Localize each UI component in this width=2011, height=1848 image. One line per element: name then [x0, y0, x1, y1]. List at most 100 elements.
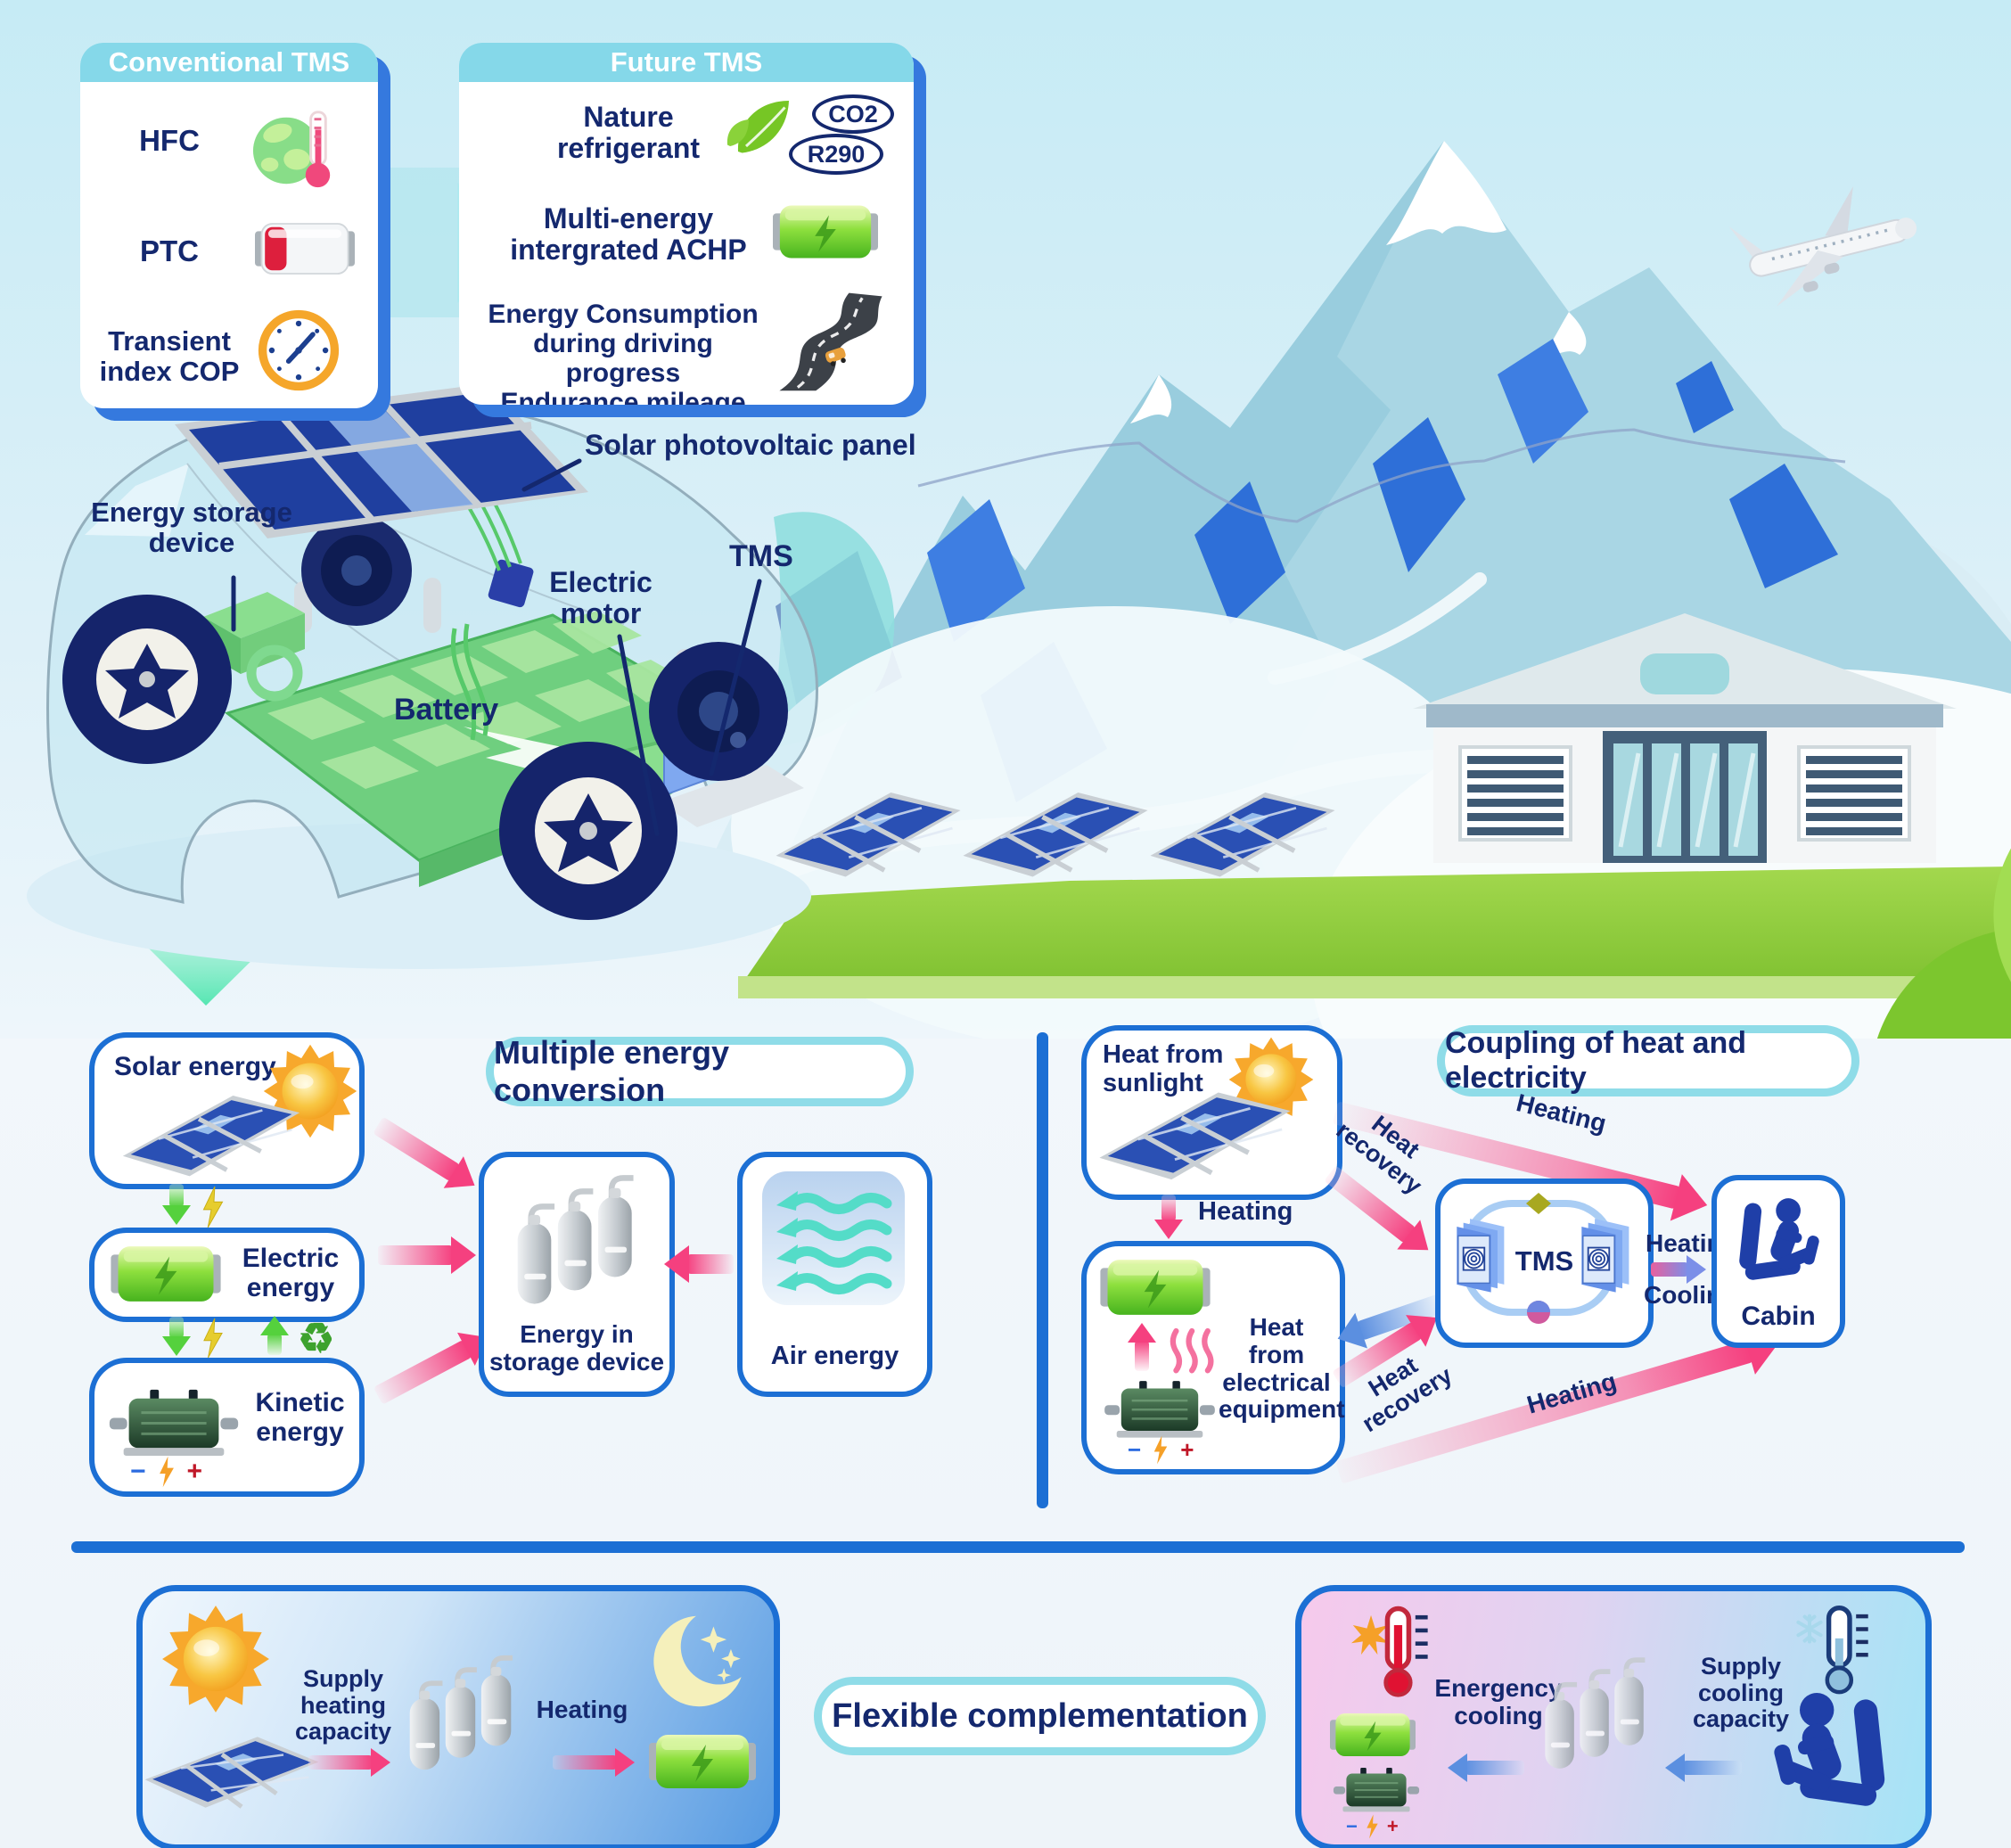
arrow-solar-to-storage — [373, 1116, 485, 1202]
transient-cop-label: Transient index COP — [99, 325, 240, 388]
coupling-tms-box: TMS — [1435, 1179, 1654, 1348]
lightning-icon — [159, 1456, 174, 1488]
motor-icon — [1103, 1376, 1217, 1441]
motor-icon — [1332, 1764, 1421, 1814]
building — [1413, 613, 1957, 863]
ptc-label: PTC — [140, 234, 199, 267]
air-energy-box: Air energy — [737, 1152, 932, 1397]
coupling-title-pill: Coupling of heat and electricity — [1437, 1025, 1859, 1096]
flexible-cooling-box: − + Energency cooling Supply cooling cap… — [1295, 1585, 1932, 1848]
road-icon — [773, 289, 889, 394]
person-seat-icon — [1767, 1682, 1897, 1827]
person-seat-icon — [1731, 1189, 1824, 1296]
flexible-heating-box: Supply heating capacity Heating — [136, 1585, 780, 1848]
energy-storage-label: Energy storage device — [91, 497, 292, 559]
future-tms-box: Future TMS Nature refrigerant CO2 R290 M… — [459, 43, 914, 405]
motor-terminals: − + — [1346, 1814, 1399, 1839]
storage-tanks-icon — [504, 1170, 651, 1312]
storage-tanks-icon — [1535, 1647, 1658, 1782]
motor-terminals: − + — [130, 1456, 202, 1488]
lightning-icon — [200, 1186, 226, 1228]
moon-icon — [640, 1609, 745, 1718]
solar-energy-label: Solar energy — [114, 1052, 276, 1081]
clock-icon — [257, 308, 341, 392]
plus-sign: + — [1386, 1815, 1399, 1837]
hfc-label: HFC — [139, 124, 200, 157]
battery-icon — [1099, 1255, 1211, 1319]
heating-label-top: Heating — [1513, 1088, 1610, 1138]
coupling-tms-label: TMS — [1514, 1245, 1574, 1277]
battery-icon — [1330, 1709, 1416, 1761]
electric-energy-box: Electric energy — [89, 1228, 365, 1322]
conventional-tms-title: Conventional TMS — [80, 43, 378, 82]
horizontal-divider — [71, 1541, 1965, 1553]
conventional-tms-box: Conventional TMS HFC PTC Transient index… — [80, 43, 378, 408]
flexible-title-pill: Flexible complementation — [814, 1677, 1266, 1755]
heat-sunlight-box: Heat from sunlight — [1081, 1025, 1342, 1200]
hot-thermometer-icon — [1350, 1604, 1434, 1698]
plus-sign: + — [186, 1457, 203, 1486]
motor-terminals: − + — [1128, 1435, 1194, 1465]
heat-squiggle-icon — [1165, 1323, 1220, 1375]
motor-icon — [107, 1384, 241, 1459]
solar-panel-icon — [1090, 1086, 1300, 1182]
energy-consumption-label: Energy Consumption during driving progre… — [488, 300, 759, 405]
electric-energy-label: Electric energy — [242, 1244, 340, 1302]
minus-sign: − — [1128, 1436, 1142, 1463]
cabin-box: Cabin — [1711, 1175, 1845, 1348]
solar-panel-icon — [102, 1089, 321, 1179]
lightning-icon — [1153, 1435, 1168, 1465]
electric-motor-label: Electric motor — [549, 566, 653, 630]
roof-solar-panel — [175, 383, 588, 538]
cabin-label: Cabin — [1741, 1302, 1816, 1331]
kinetic-energy-label: Kinetic energy — [255, 1388, 345, 1447]
ev-car — [27, 383, 818, 969]
future-tms-title: Future TMS — [459, 43, 914, 82]
battery-icon — [649, 1730, 756, 1793]
heat-equipment-label: Heat from electrical equipment — [1219, 1313, 1345, 1424]
globe-thermometer-icon — [251, 105, 339, 193]
minus-sign: − — [130, 1457, 146, 1486]
arrow-kinetic-to-storage — [373, 1320, 497, 1405]
low-battery-icon — [255, 219, 355, 278]
kinetic-energy-box: Kinetic energy − + — [89, 1358, 365, 1497]
storage-device-label: Energy in storage device — [488, 1320, 665, 1376]
storage-tanks-icon — [399, 1645, 526, 1783]
heating-label-left: Heating — [536, 1696, 628, 1723]
battery-icon — [773, 200, 878, 264]
achp-label: Multi-energy intergrated ACHP — [510, 202, 747, 267]
emergency-cooling-label: Energency cooling — [1434, 1674, 1563, 1729]
lightning-icon — [200, 1318, 226, 1359]
supply-cooling-label: Supply cooling capacity — [1692, 1653, 1790, 1733]
battery-label: Battery — [394, 693, 499, 727]
wheel — [62, 595, 232, 764]
power-tower-icon — [917, 428, 1846, 523]
heat-equipment-box: Heat from electrical equipment − + — [1081, 1241, 1345, 1474]
minus-sign: − — [1346, 1815, 1358, 1837]
flexible-title: Flexible complementation — [832, 1696, 1248, 1735]
air-energy-label: Air energy — [770, 1342, 899, 1370]
scene-illustration — [0, 0, 2011, 1039]
heat-sunlight-label: Heat from sunlight — [1103, 1040, 1224, 1097]
heating-label-down: Heating — [1198, 1197, 1293, 1226]
battery-icon — [109, 1242, 223, 1306]
vertical-divider — [1037, 1032, 1048, 1508]
storage-device-box: Energy in storage device — [479, 1152, 675, 1397]
lightning-icon — [1367, 1814, 1378, 1839]
tms-loop-icon — [1456, 1193, 1630, 1324]
air-waves-icon — [762, 1171, 905, 1310]
conversion-title-pill: Multiple energy conversion — [486, 1034, 914, 1108]
coupling-title: Coupling of heat and electricity — [1445, 1026, 1747, 1095]
wheel — [499, 742, 677, 920]
nature-refrigerant-label: Nature refrigerant — [556, 101, 701, 165]
tms-label: TMS — [729, 539, 793, 573]
supply-heating-label: Supply heating capacity — [294, 1665, 392, 1745]
co2-badge: CO2 — [812, 94, 894, 134]
wheel — [649, 642, 788, 781]
sun-icon — [160, 1604, 271, 1714]
leaf-icon — [719, 93, 800, 162]
solar-energy-box: Solar energy — [89, 1032, 365, 1189]
recycle-icon: ♻ — [298, 1315, 335, 1361]
r290-badge: R290 — [789, 134, 883, 175]
